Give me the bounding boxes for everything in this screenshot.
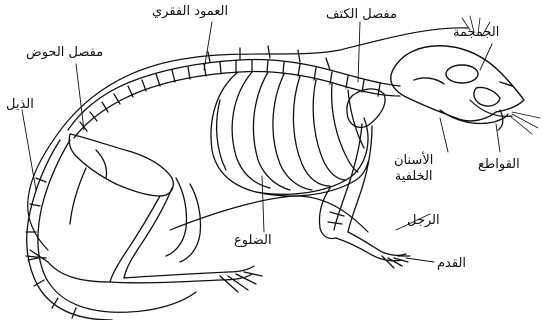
label-spine: العمود الفقري xyxy=(152,5,228,18)
label-shoulder-joint: مفصل الكتف xyxy=(326,8,397,21)
label-ribs: الضلوع xyxy=(234,234,272,247)
spine-bone xyxy=(68,46,400,138)
label-foot: القدم xyxy=(437,257,466,270)
lower-jaw xyxy=(440,110,508,130)
rib-cage xyxy=(211,72,368,196)
skull-bone xyxy=(391,46,524,121)
label-back-teeth-line1: الأسنان xyxy=(394,153,433,169)
label-leg: الرجل xyxy=(407,214,440,227)
hind-leg-bone xyxy=(26,134,262,292)
label-back-teeth-line2: الخلفية xyxy=(394,169,433,185)
label-tail: الذيل xyxy=(6,98,34,111)
label-back-teeth: الأسنان الخلفية xyxy=(394,153,433,186)
label-incisors: القواطع xyxy=(478,158,520,171)
label-skull: الجمجمة xyxy=(453,26,499,39)
label-hip-joint: مفصل الحوض xyxy=(26,46,103,59)
